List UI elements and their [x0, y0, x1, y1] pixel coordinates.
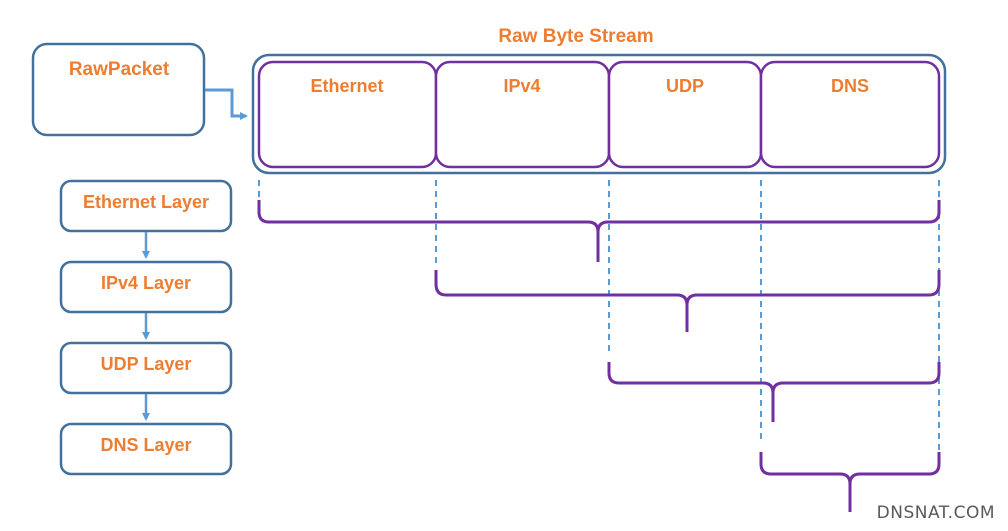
- layer-box-udp: UDP Layer: [59, 341, 233, 395]
- layer-box-dns: DNS Layer: [59, 422, 233, 476]
- layer-box-ethernet: Ethernet Layer: [59, 179, 233, 233]
- segment-label: IPv4: [503, 76, 540, 96]
- bracket-ethernet-layer: [257, 200, 941, 262]
- layer-label: UDP Layer: [101, 354, 192, 374]
- stream-title: Raw Byte Stream: [498, 26, 653, 47]
- layer-label: Ethernet Layer: [83, 192, 209, 212]
- raw-packet-label: RawPacket: [69, 59, 170, 80]
- bracket-dns-layer: [759, 452, 941, 512]
- segment-label: Ethernet: [310, 76, 383, 96]
- raw-packet-box: RawPacket: [31, 42, 206, 137]
- segment-label: DNS: [831, 76, 869, 96]
- segment-label: UDP: [666, 76, 704, 96]
- watermark: DNSNAT.COM: [877, 503, 995, 523]
- layer-box-ipv4: IPv4 Layer: [59, 260, 233, 314]
- stream-segment-ipv4: IPv4: [434, 60, 611, 169]
- stream-segment-dns: DNS: [759, 60, 941, 169]
- stream-segment-udp: UDP: [607, 60, 763, 169]
- stream-segment-ethernet: Ethernet: [257, 60, 438, 169]
- bracket-udp-layer: [607, 362, 941, 422]
- raw-packet-arrow: [205, 88, 248, 120]
- layer-label: DNS Layer: [100, 435, 191, 455]
- layer-label: IPv4 Layer: [101, 273, 191, 293]
- bracket-ipv4-layer: [434, 270, 941, 332]
